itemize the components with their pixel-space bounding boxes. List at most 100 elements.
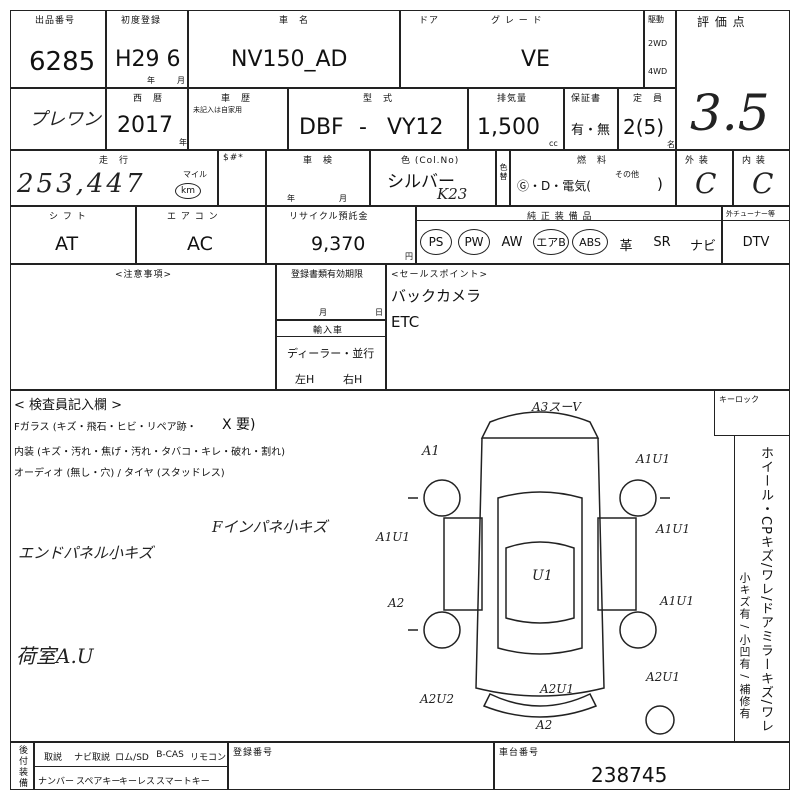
warranty-value: 有・無	[571, 123, 611, 138]
color-value: シルバー	[387, 172, 455, 192]
mark-a2u1-rear: A2U1	[540, 682, 575, 696]
inspection-header: 車 検	[303, 156, 334, 166]
inspection-month-unit: 月	[339, 194, 347, 203]
lot-cell: 出品番号 6285	[10, 10, 106, 88]
wheel-front-left	[423, 479, 461, 517]
item-smart-key: スマートキー	[156, 777, 210, 787]
capacity-header: 定 員	[633, 94, 664, 104]
deadline-header: 登録書類有効期限	[291, 270, 364, 280]
bottom-side-cell: 後付装備	[10, 742, 34, 790]
deadline-month: 月	[319, 308, 327, 317]
fuel-other: その他	[615, 170, 639, 179]
ac-header: エ ア コ ン	[167, 212, 219, 222]
sales-header: <セールスポイント>	[391, 270, 489, 280]
type-prefix: DBF	[299, 115, 344, 140]
displacement-unit: cc	[549, 139, 558, 148]
score-cell: 評 価 点	[676, 10, 790, 150]
color-change-cell: 色替	[496, 150, 510, 206]
glass-line: Fガラス (キズ・飛石・ヒビ・リペア跡・	[14, 422, 197, 433]
reg-date: H29 6	[115, 47, 181, 72]
interior-value: C	[752, 167, 774, 200]
grade-cell: ドア グ レ ー ド VE	[400, 10, 644, 88]
year-value: 2017	[117, 113, 173, 138]
equip-airbag: エアB	[533, 229, 569, 255]
shift-header: シ フ ト	[49, 212, 87, 222]
fuel-options: Ⓖ・D・電気(	[517, 179, 591, 193]
car-diagram	[408, 411, 675, 735]
year-header: 西 暦	[133, 94, 164, 104]
displacement-header: 排気量	[497, 94, 528, 104]
interior-cell: 内 装 C	[733, 150, 790, 206]
fuel-header: 燃 料	[577, 156, 608, 166]
equipment-header: 純 正 装 備 品	[527, 212, 593, 222]
exterior-value: C	[695, 167, 717, 200]
history-note: 未記入は自家用	[193, 106, 242, 114]
glass-mark: X 要)	[222, 417, 256, 433]
color-cell: 色 (Col.No) シルバー K23	[370, 150, 496, 206]
history-cell: 車 歴 未記入は自家用	[188, 88, 288, 150]
caution-header: <注意事項>	[115, 270, 173, 280]
fuel-cell: 燃 料 Ⓖ・D・電気( その他 )	[510, 150, 676, 206]
bottom-side-label: 後付装備	[17, 745, 27, 789]
displacement-cell: 排気量 1,500 cc	[468, 88, 564, 150]
type-cell: 型 式 DBF - VY12	[288, 88, 468, 150]
wheel-front-right	[619, 479, 657, 517]
item-manual: 取説	[43, 753, 62, 763]
inspection-year-unit: 年	[287, 194, 295, 203]
inspector-cell	[10, 390, 790, 742]
mark-a2-left: A2	[388, 596, 405, 610]
shift-value: AT	[55, 233, 79, 255]
type-dash: -	[359, 115, 367, 140]
chassis-header: 車台番号	[499, 748, 540, 758]
import-right: 右H	[343, 373, 363, 386]
car-right-door	[597, 517, 637, 611]
interior-header: 内 装	[742, 156, 766, 166]
item-rom-sd: ロム/SD	[115, 753, 149, 763]
mark-a1u1-left: A1U1	[376, 530, 411, 544]
interior-line: 内装 (キズ・汚れ・焦げ・汚れ・タバコ・キレ・破れ・割れ)	[14, 447, 285, 458]
lot-number: 6285	[29, 47, 96, 77]
color-code: K23	[437, 185, 468, 203]
type-code: VY12	[387, 115, 444, 140]
ac-value: AC	[187, 233, 213, 255]
reg-no-header: 登録番号	[233, 748, 274, 758]
color-change-label: 色替	[499, 163, 508, 181]
mileage-km: km	[175, 183, 201, 199]
import-divider	[276, 336, 386, 337]
car-body-outline	[475, 437, 605, 697]
wheel-rear-left	[423, 611, 461, 649]
reg-no-cell: 登録番号	[228, 742, 494, 790]
score-value: 3.5	[690, 84, 770, 142]
lot-header: 出品番号	[35, 16, 76, 26]
tuner-header: 外チューナー等	[726, 210, 775, 218]
model-cell: 車 名 NV150_AD	[188, 10, 400, 88]
mileage-mile: マイル	[183, 170, 207, 179]
note-cell: プレワン	[10, 88, 106, 150]
score-header: 評 価 点	[697, 15, 746, 29]
equip-navi: ナビ	[689, 239, 716, 254]
capacity-cell: 定 員 2(5) 名	[618, 88, 676, 150]
equip-aw: AW	[501, 235, 523, 250]
chassis-cell: 車台番号 238745	[494, 742, 790, 790]
color-header: 色 (Col.No)	[401, 156, 460, 166]
item-spare-key: スペアキー	[76, 777, 121, 787]
equip-sr: SR	[653, 235, 671, 250]
audio-line: オーディオ (無し・穴) / タイヤ (スタッドレス)	[14, 468, 225, 479]
recycle-cell: リサイクル預託金 9,370 円	[266, 206, 416, 264]
exterior-cell: 外 装 C	[676, 150, 733, 206]
deadline-cell: 登録書類有効期限 月 日	[276, 264, 386, 320]
mark-a2u2: A2U2	[420, 692, 455, 706]
reg-month-unit: 月	[177, 76, 185, 85]
equipment-cell: 純 正 装 備 品	[416, 206, 722, 264]
extra-cell: $#*	[218, 150, 266, 206]
mark-a1u1-rear-right: A1U1	[660, 594, 695, 608]
drive-2wd: 2WD	[648, 39, 668, 48]
displacement-value: 1,500	[477, 115, 540, 140]
equip-dtv: DTV	[742, 235, 770, 250]
item-navi-manual: ナビ取説	[73, 753, 110, 763]
car-roof-top	[480, 411, 600, 439]
type-header: 型 式	[363, 94, 394, 104]
car-cabin	[497, 491, 583, 655]
exterior-header: 外 装	[685, 156, 709, 166]
hw-panel-note: Fインパネ小キズ	[212, 518, 328, 536]
